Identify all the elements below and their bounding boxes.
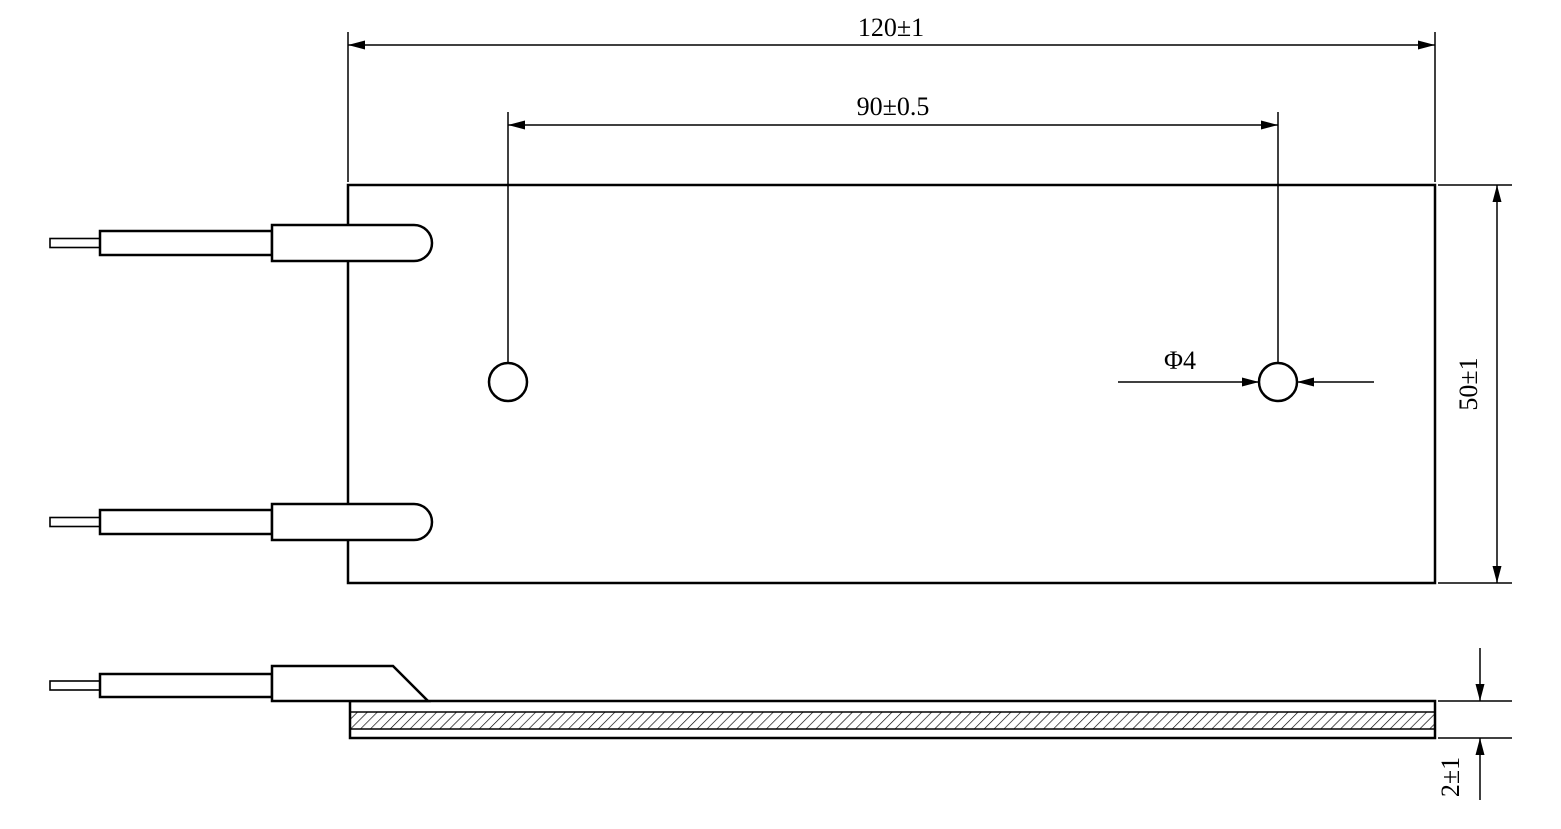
arrowhead-down	[1492, 566, 1502, 583]
top-view	[49, 183, 1437, 585]
wire-lead-top	[49, 223, 434, 263]
arrowhead-left	[508, 120, 525, 130]
terminal-sleeve	[270, 223, 434, 263]
wire-lead-side	[49, 664, 432, 703]
plate-outline	[346, 183, 1437, 585]
dim-label-plate-height: 50±1	[1454, 357, 1483, 410]
arrowhead-right	[1242, 377, 1259, 387]
mounting-hole-right	[1257, 361, 1299, 403]
bare-wire	[49, 516, 103, 528]
insulated-wire	[98, 508, 274, 536]
dimension-hole-spacing: 90±0.5	[507, 92, 1279, 363]
wire-lead-bottom	[49, 502, 434, 542]
terminal-sleeve	[270, 502, 434, 542]
terminal-side	[270, 664, 432, 703]
dim-label-plate-thickness: 2±1	[1436, 757, 1465, 797]
arrowhead-left	[348, 40, 365, 50]
heating-element-hatch	[349, 711, 1436, 730]
arrowhead-right	[1261, 120, 1278, 130]
dimension-plate-thickness: 2±1	[1436, 648, 1512, 800]
mounting-hole-left	[487, 361, 529, 403]
arrowhead-down	[1475, 684, 1485, 701]
arrowhead-left	[1297, 377, 1314, 387]
dim-label-hole-spacing: 90±0.5	[857, 92, 930, 121]
bare-wire	[49, 237, 103, 249]
bare-wire-side	[49, 680, 103, 691]
dimension-overall-width: 120±1	[347, 13, 1436, 182]
dim-label-overall-width: 120±1	[858, 13, 924, 42]
arrowhead-up	[1492, 185, 1502, 202]
arrowhead-right	[1418, 40, 1435, 50]
dimension-plate-height: 50±1	[1438, 184, 1512, 584]
dim-label-hole-diameter: Φ4	[1164, 346, 1196, 375]
insulated-wire-side	[98, 672, 274, 699]
arrowhead-up	[1475, 738, 1485, 755]
insulated-wire	[98, 229, 274, 257]
dimension-hole-diameter: Φ4	[1118, 346, 1374, 387]
side-view	[49, 664, 1437, 740]
